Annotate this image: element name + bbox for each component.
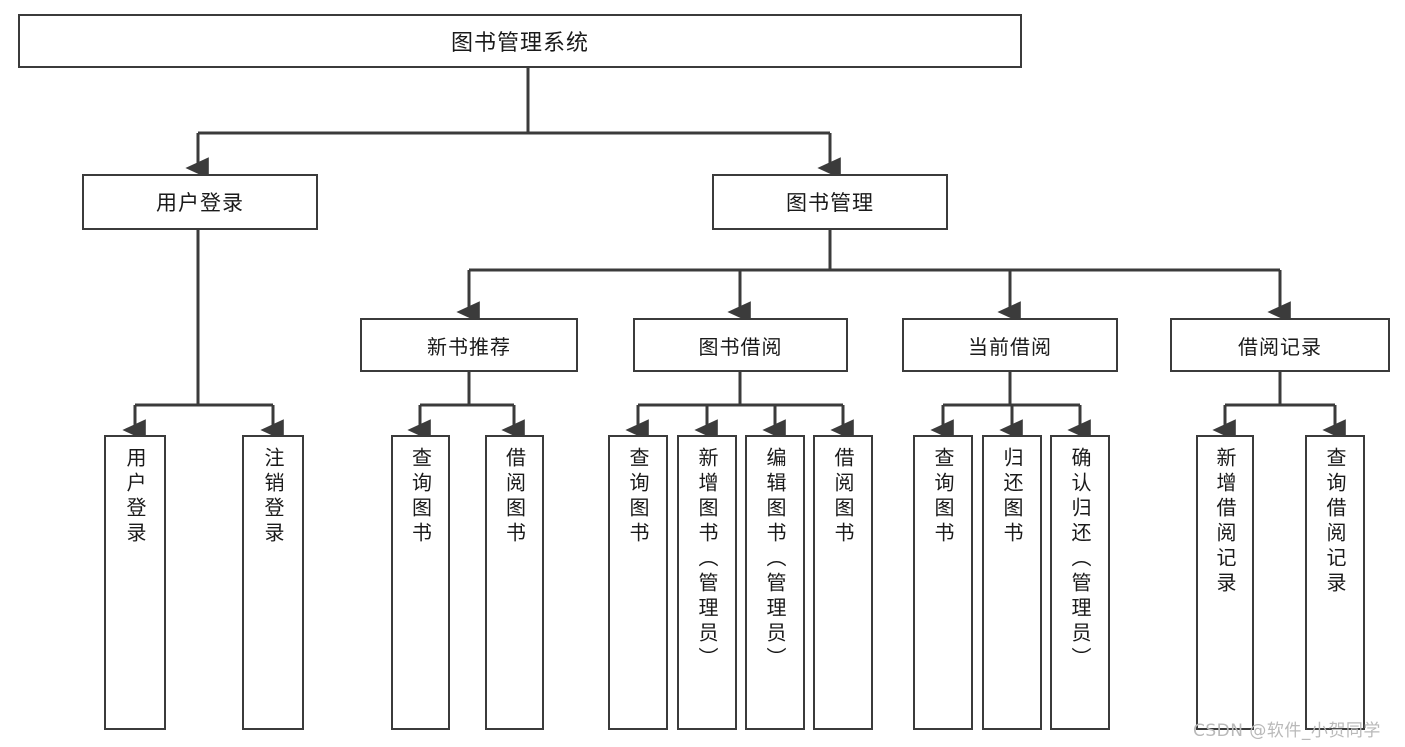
node-label: 确认归还（管理员）: [1068, 447, 1092, 672]
node-label: 查询图书: [626, 447, 650, 547]
node-label: 借阅图书: [831, 447, 855, 547]
node-leaf-borrow-book[interactable]: 借阅图书: [813, 435, 873, 730]
node-leaf-query-borrow-record[interactable]: 查询借阅记录: [1305, 435, 1365, 730]
node-book-borrow[interactable]: 图书借阅: [633, 318, 848, 372]
node-new-book-recommend[interactable]: 新书推荐: [360, 318, 578, 372]
node-label: 用户登录: [123, 447, 147, 547]
node-borrow-record[interactable]: 借阅记录: [1170, 318, 1390, 372]
node-leaf-add-book-admin[interactable]: 新增图书（管理员）: [677, 435, 737, 730]
node-label: 编辑图书（管理员）: [763, 447, 787, 672]
node-root-system[interactable]: 图书管理系统: [18, 14, 1022, 68]
node-label: 查询借阅记录: [1323, 447, 1347, 597]
node-current-borrow[interactable]: 当前借阅: [902, 318, 1118, 372]
node-leaf-query-book-borrow[interactable]: 查询图书: [608, 435, 668, 730]
node-leaf-query-book-recommend[interactable]: 查询图书: [391, 435, 450, 730]
node-label: 新增图书（管理员）: [695, 447, 719, 672]
node-leaf-return-book[interactable]: 归还图书: [982, 435, 1042, 730]
node-leaf-borrow-book-recommend[interactable]: 借阅图书: [485, 435, 544, 730]
node-label: 借阅记录: [1238, 334, 1322, 359]
watermark-text: CSDN @软件_小贺同学: [1193, 721, 1381, 741]
node-leaf-logout[interactable]: 注销登录: [242, 435, 304, 730]
node-book-manage[interactable]: 图书管理: [712, 174, 948, 230]
node-label: 借阅图书: [502, 447, 527, 547]
node-user-login[interactable]: 用户登录: [82, 174, 318, 230]
node-label: 新增借阅记录: [1213, 447, 1237, 597]
node-label: 归还图书: [1000, 447, 1024, 547]
node-label: 新书推荐: [427, 334, 511, 359]
node-label: 图书管理系统: [450, 31, 589, 56]
node-label: 当前借阅: [968, 334, 1052, 359]
node-leaf-add-borrow-record[interactable]: 新增借阅记录: [1196, 435, 1254, 730]
node-label: 图书管理: [786, 191, 874, 215]
node-leaf-edit-book-admin[interactable]: 编辑图书（管理员）: [745, 435, 805, 730]
node-leaf-confirm-return-admin[interactable]: 确认归还（管理员）: [1050, 435, 1110, 730]
node-label: 查询图书: [408, 447, 433, 547]
node-label: 注销登录: [261, 447, 285, 547]
node-label: 图书借阅: [698, 334, 783, 359]
node-leaf-user-login[interactable]: 用户登录: [104, 435, 166, 730]
node-leaf-query-book-current[interactable]: 查询图书: [913, 435, 973, 730]
node-label: 查询图书: [931, 447, 955, 547]
node-label: 用户登录: [156, 191, 244, 215]
